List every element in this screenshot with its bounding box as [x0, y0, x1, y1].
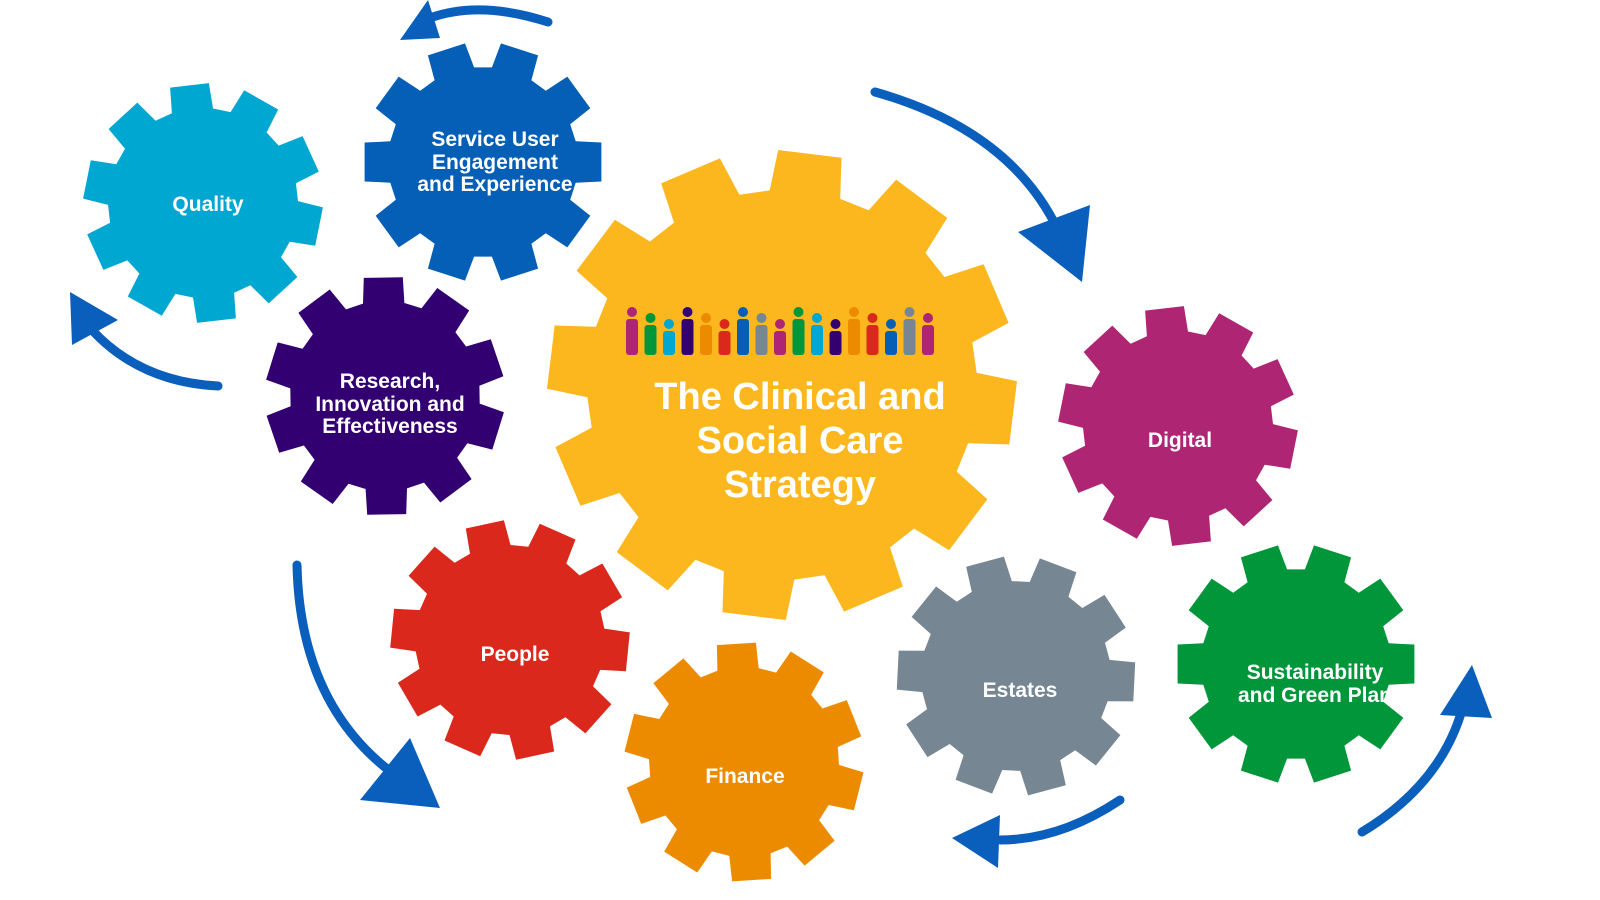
research-label-2: Innovation and: [315, 392, 465, 416]
person-icon: [700, 313, 712, 355]
gear-label-people: People: [430, 630, 600, 680]
gear-research: [266, 277, 504, 515]
quality-label: Quality: [172, 192, 244, 216]
person-icon: [866, 313, 879, 355]
gear-label-service-user: Service User Engagement and Experience: [395, 118, 595, 208]
sustainability-label-1: Sustainability: [1246, 661, 1384, 685]
service-user-label-3: and Experience: [417, 173, 573, 197]
gear-estates: [896, 556, 1136, 796]
center-title-line-1: The Clinical and: [654, 376, 946, 419]
gear-label-sustainability: Sustainability and Green Plan: [1215, 650, 1415, 720]
research-label-3: Effectiveness: [322, 415, 458, 439]
gear-people: [390, 520, 630, 760]
person-icon: [644, 313, 657, 355]
arrow-top: [400, 0, 553, 40]
service-user-label-2: Engagement: [431, 150, 558, 174]
service-user-label-1: Service User: [431, 127, 559, 151]
person-icon: [922, 313, 934, 355]
gear-quality: [83, 83, 323, 323]
gear-sustainability: [1177, 545, 1415, 783]
gear-service-user: [364, 43, 602, 281]
center-title-line-3: Strategy: [723, 463, 877, 506]
person-icon: [663, 319, 675, 355]
gear-finance: [624, 642, 864, 882]
person-icon: [718, 319, 731, 355]
person-icon: [829, 319, 842, 355]
gear-label-estates: Estates: [935, 666, 1105, 716]
person-icon: [811, 313, 823, 355]
person-icon: [681, 307, 694, 355]
person-icon: [626, 307, 638, 355]
gears: [83, 43, 1415, 882]
estates-label: Estates: [982, 678, 1058, 702]
person-icon: [774, 319, 786, 355]
person-icon: [792, 307, 805, 355]
gear-label-quality: Quality: [118, 180, 298, 230]
person-icon: [755, 313, 768, 355]
finance-label: Finance: [705, 764, 785, 788]
arrow-bottom-left: [292, 560, 440, 808]
sustainability-label-2: and Green Plan: [1237, 684, 1393, 707]
person-icon: [903, 307, 916, 355]
people-label: People: [480, 642, 550, 666]
gear-label-digital: Digital: [1095, 416, 1265, 466]
gear-center: [547, 150, 1017, 620]
person-icon: [737, 307, 749, 355]
digital-label: Digital: [1147, 428, 1213, 452]
people-icons: [626, 307, 934, 355]
arrow-left: [70, 292, 223, 391]
arrow-bottom-right: [1357, 665, 1492, 837]
center-title-line-2: Social Care: [696, 420, 904, 463]
person-icon: [885, 319, 897, 355]
person-icon: [848, 307, 860, 355]
center-title: The Clinical and Social Care Strategy: [590, 362, 1010, 522]
gear-label-research: Research, Innovation and Effectiveness: [290, 360, 490, 450]
research-label-1: Research,: [339, 369, 441, 393]
arrow-bottom-middle: [952, 795, 1125, 868]
gear-label-finance: Finance: [660, 752, 830, 802]
arrow-top-right: [870, 87, 1090, 282]
gear-digital: [1058, 306, 1298, 546]
cycle-arrows: [70, 0, 1492, 868]
